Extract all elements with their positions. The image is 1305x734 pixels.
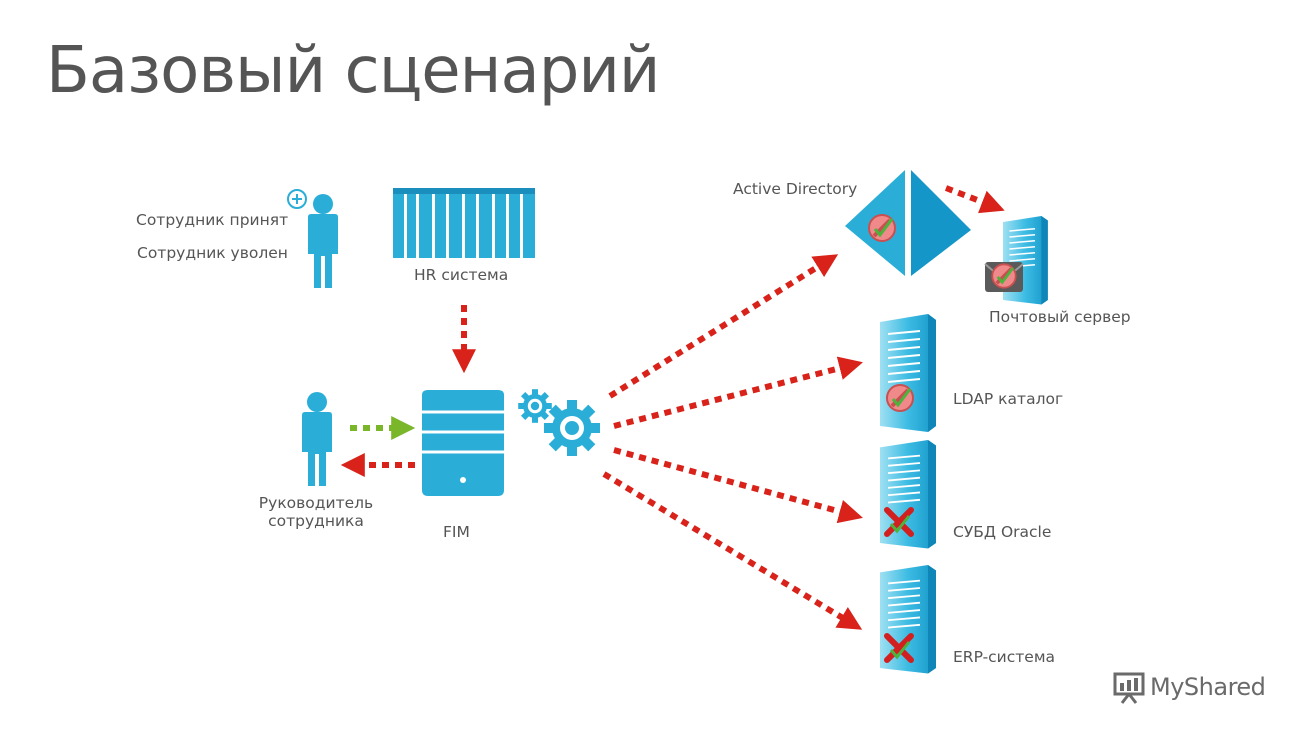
- arrow-fim-to-ldap: [613, 356, 863, 429]
- label-fim: FIM: [443, 523, 470, 541]
- label-manager-line2: сотрудника: [268, 512, 364, 530]
- slide-title: Базовый сценарий: [46, 34, 660, 108]
- label-mail-server: Почтовый сервер: [989, 308, 1131, 326]
- hr-system-rack-icon: [393, 188, 535, 258]
- arrow-ad-to-mail: [944, 185, 1005, 214]
- label-employee-hired: Сотрудник принят: [136, 211, 289, 229]
- small-gear-icon: [518, 389, 552, 423]
- manager-person-icon: [302, 392, 332, 486]
- active-directory-pyramid-icon: [845, 170, 971, 276]
- presentation-board-icon: [1113, 672, 1145, 704]
- plus-badge-icon: [287, 189, 307, 209]
- arrow-fim-to-oracle: [613, 447, 863, 524]
- arrow-fim-to-erp: [602, 471, 863, 630]
- mail-status-icon: [990, 262, 1018, 290]
- label-ldap: LDAP каталог: [953, 390, 1064, 408]
- label-hr-system: HR система: [414, 266, 509, 284]
- label-manager: Руководитель сотрудника: [246, 494, 386, 530]
- arrow-fim-to-ad: [608, 254, 839, 399]
- label-active-directory: Active Directory: [733, 180, 858, 198]
- label-employee-fired: Сотрудник уволен: [137, 244, 288, 262]
- label-erp: ERP-система: [953, 648, 1056, 666]
- label-manager-line1: Руководитель: [258, 494, 374, 512]
- ldap-status-icon: [885, 383, 915, 413]
- ad-status-icon: [867, 213, 897, 243]
- watermark-text: MyShared: [1150, 673, 1266, 701]
- ldap-server-icon: [879, 313, 937, 433]
- fim-server-icon: [422, 390, 504, 496]
- myshared-watermark: MyShared: [1112, 670, 1266, 704]
- label-oracle: СУБД Oracle: [953, 523, 1052, 541]
- large-gear-icon: [544, 400, 600, 456]
- employee-person-icon: [308, 194, 338, 288]
